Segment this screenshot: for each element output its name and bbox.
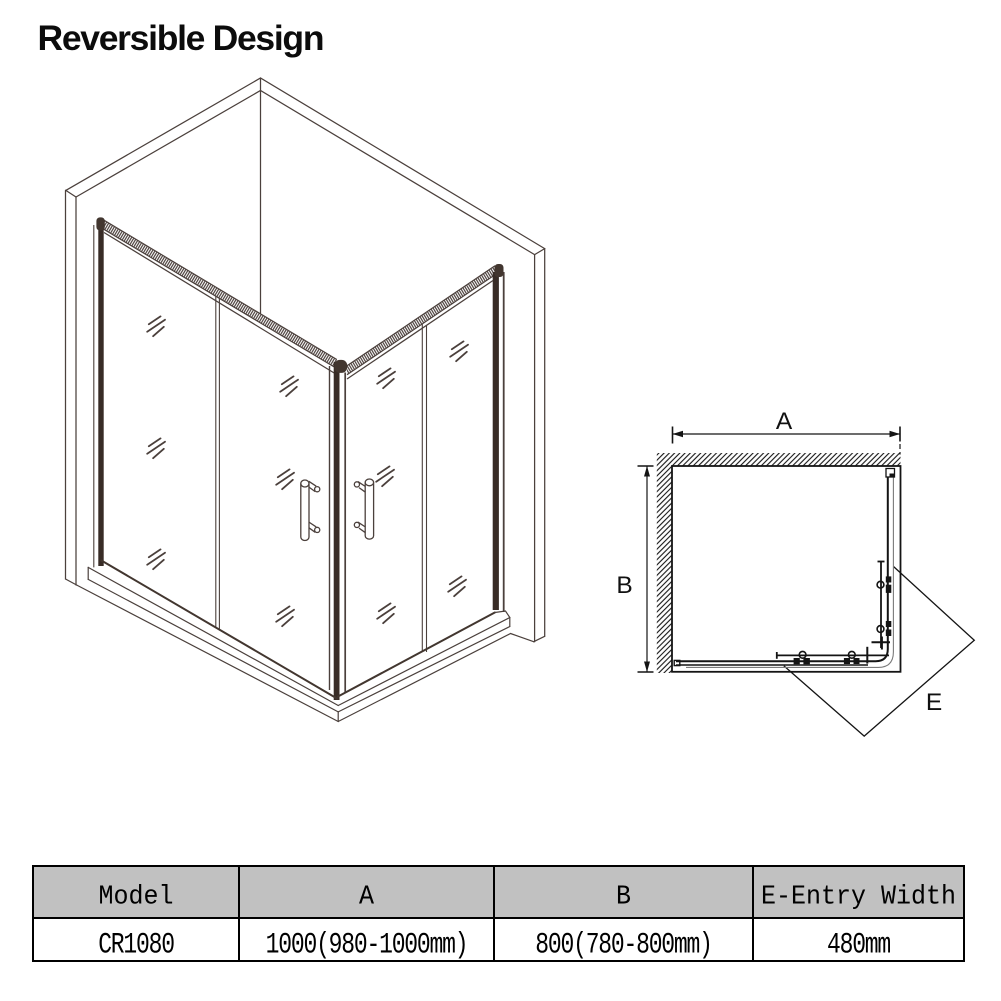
svg-text:E: E — [926, 689, 942, 716]
svg-text:B: B — [616, 572, 632, 599]
svg-text:A: A — [776, 408, 793, 435]
